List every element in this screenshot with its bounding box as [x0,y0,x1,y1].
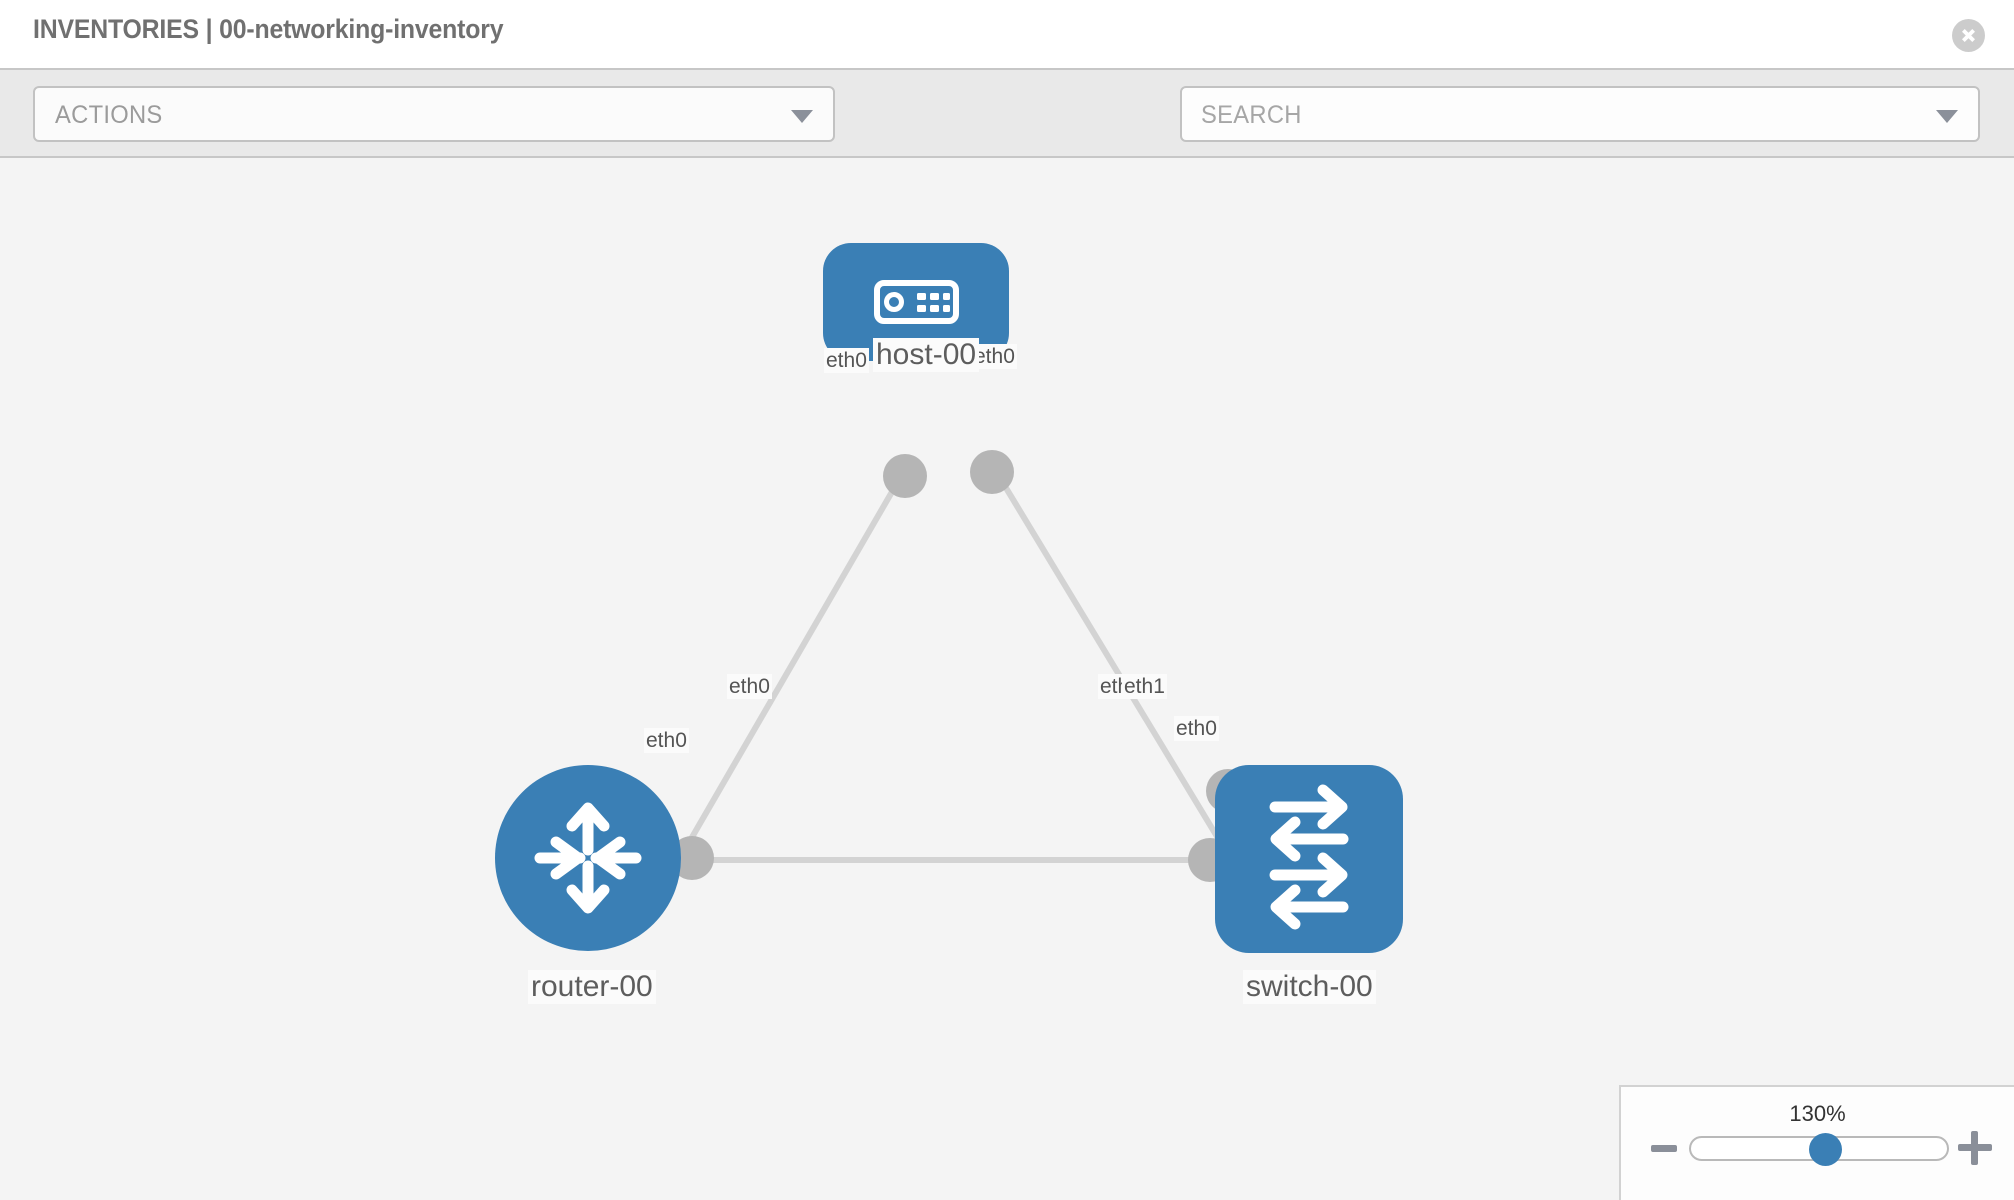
node-label-switch-00: switch-00 [1243,970,1376,1004]
zoom-slider-track[interactable] [1689,1133,1949,1166]
connector-host00-right [970,450,1014,494]
topology-canvas[interactable]: eth0 eth0 eth0 eth0 eth0 eth0 eth1 host-… [0,158,2014,1200]
switch-arrows-icon [1269,784,1349,930]
iface-label: eth1 [1122,674,1167,699]
iface-label: eth0 [824,348,869,373]
actions-dropdown[interactable]: ACTIONS [33,86,835,142]
router-arrows-icon [534,802,642,914]
iface-label: eth0 [644,728,689,753]
node-host-00-body [823,243,1009,361]
topology-connectors [670,450,1250,882]
node-switch-00-body [1215,765,1403,953]
server-icon [874,280,959,324]
actions-dropdown-label: ACTIONS [55,101,163,129]
node-label-host-00: host-00 [873,338,980,372]
search-placeholder: SEARCH [1201,101,1302,129]
node-host-00 [823,243,1009,361]
node-label-router-00: router-00 [528,970,656,1004]
iface-label: eth0 [972,344,1017,369]
page-header: INVENTORIES | 00-networking-inventory [0,0,2014,68]
node-router-00-body [495,765,681,951]
toolbar: ACTIONS SEARCH [0,68,2014,201]
topology-edges [677,476,1233,863]
search-input[interactable]: SEARCH [1180,86,1980,142]
chevron-down-icon [791,110,813,123]
close-icon[interactable] [1952,19,1985,52]
edge-host00-router00 [677,476,903,860]
zoom-control-panel: 130% [1619,1085,2014,1200]
plus-icon[interactable] [1958,1131,1992,1165]
topology-graph [495,243,1403,953]
zoom-slider-thumb[interactable] [1809,1133,1843,1166]
node-switch-00 [1215,765,1403,953]
minus-icon[interactable] [1651,1145,1677,1152]
node-router-00 [495,765,681,951]
connector-host00-left [883,454,927,498]
page-title: INVENTORIES | 00-networking-inventory [33,14,504,44]
zoom-percent-label: 130% [1789,1101,1846,1126]
chevron-down-icon[interactable] [1936,110,1958,123]
edge-host00-switch00 [997,476,1233,860]
iface-label: eth0 [1174,716,1219,741]
connector-router00-right [670,836,714,880]
iface-label: eth0 [727,674,772,699]
